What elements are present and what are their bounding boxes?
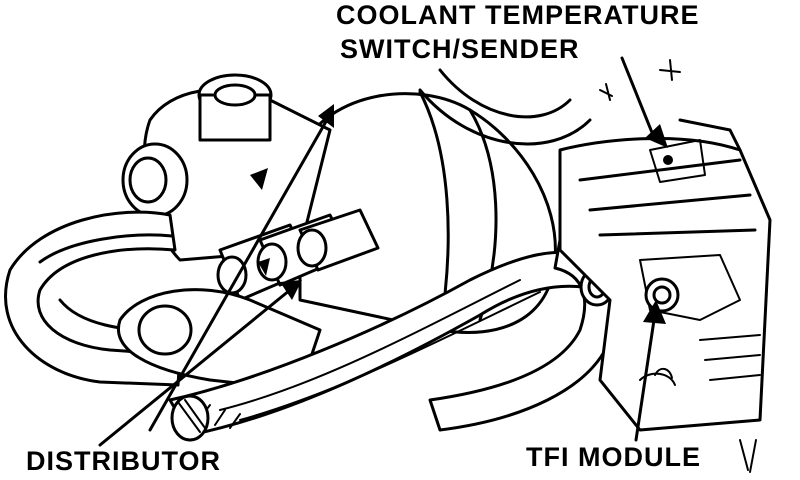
detail-strokes (599, 59, 757, 473)
tfi-module-label: TFI MODULE (526, 442, 701, 472)
coolant-temperature-label: COOLANT TEMPERATURE (336, 0, 700, 30)
pointer-arrows (98, 56, 668, 447)
switch-sender-label: SWITCH/SENDER (340, 34, 580, 64)
upper-hose (418, 68, 592, 146)
right-bracket (558, 118, 772, 432)
lower-cylinder (117, 288, 322, 392)
left-outlet (121, 142, 189, 218)
upper-housing (142, 73, 332, 262)
distributor-label: DISTRIBUTOR (26, 446, 222, 476)
